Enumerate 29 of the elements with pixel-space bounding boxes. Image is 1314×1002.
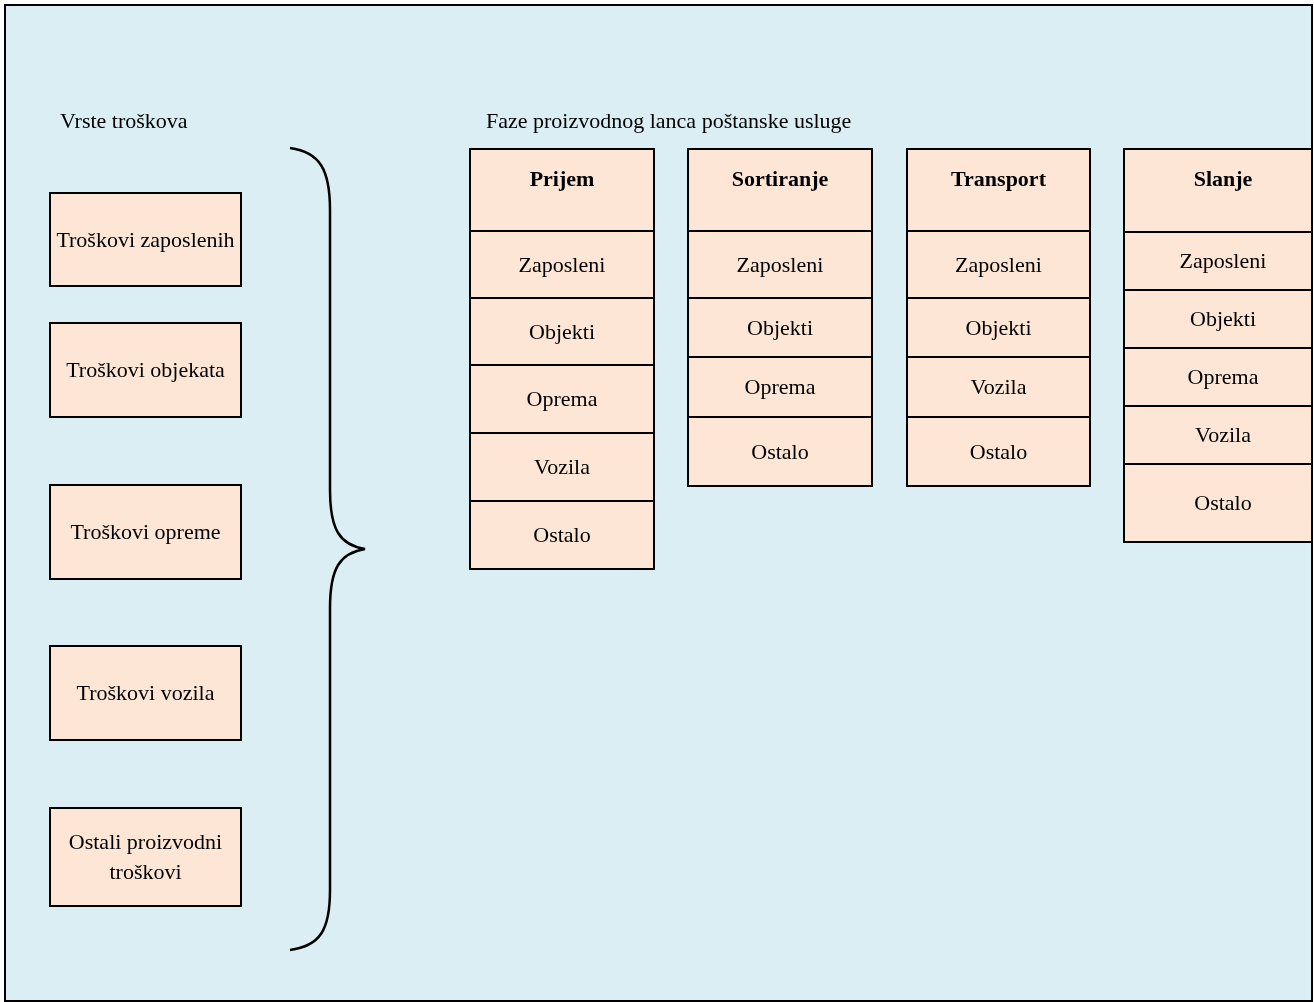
cost-cell: Zaposleni — [469, 230, 655, 299]
cost-cell: Zaposleni — [1123, 231, 1311, 291]
cost-cell: Ostalo — [1123, 463, 1311, 543]
cost-cell: Oprema — [1123, 347, 1311, 407]
cost-cell: Vozila — [906, 356, 1091, 418]
cost-cell: Oprema — [469, 364, 655, 434]
cost-cell: Vozila — [469, 432, 655, 502]
cost-cell: Ostalo — [906, 416, 1091, 487]
cost-cell: Zaposleni — [687, 230, 873, 299]
cost-type-box: Troškovi opreme — [49, 484, 242, 580]
cost-cell: Zaposleni — [906, 230, 1091, 299]
cost-type-box: Troškovi objekata — [49, 322, 242, 418]
cost-type-box: Troškovi zaposlenih — [49, 192, 242, 287]
heading-label: Vrste troškova — [60, 108, 188, 134]
cost-cell: Objekti — [1123, 289, 1311, 349]
cost-type-box: Troškovi vozila — [49, 645, 242, 741]
cost-cell: Objekti — [906, 297, 1091, 358]
cost-cell: Objekti — [687, 297, 873, 358]
cost-cell: Ostalo — [687, 416, 873, 487]
cost-cell: Objekti — [469, 297, 655, 366]
cost-cell: Ostalo — [469, 500, 655, 570]
stage-header-box: Transport — [906, 148, 1091, 232]
stage-header-box: Prijem — [469, 148, 655, 232]
stage-header-box: Slanje — [1123, 148, 1311, 233]
stage-header-box: Sortiranje — [687, 148, 873, 232]
cost-cell: Oprema — [687, 356, 873, 418]
cost-cell: Vozila — [1123, 405, 1311, 465]
cost-type-box: Ostali proizvodni troškovi — [49, 807, 242, 907]
heading-label: Faze proizvodnog lanca poštanske usluge — [486, 108, 852, 134]
